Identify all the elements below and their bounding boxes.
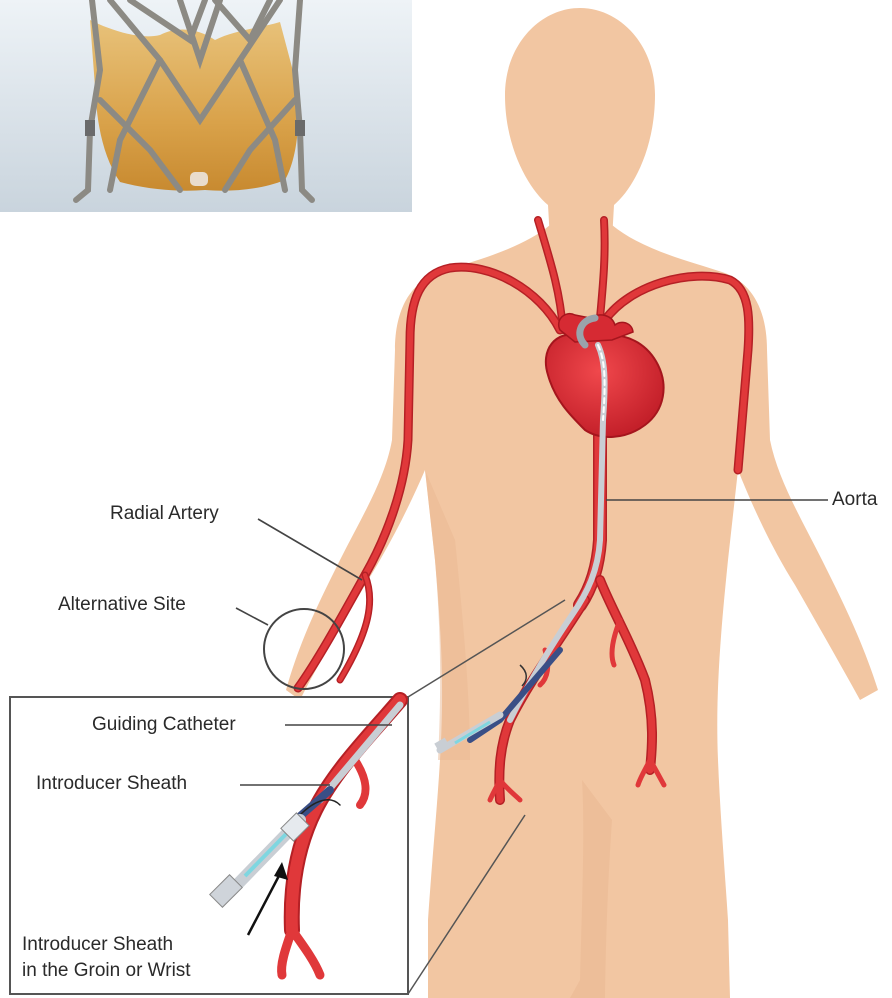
guiding-catheter-label: Guiding Catheter: [92, 712, 236, 738]
radial-artery-label: Radial Artery: [110, 501, 219, 527]
alternative-site-leader: [236, 608, 268, 625]
aorta-label: Aorta: [832, 487, 877, 513]
alternative-site-label: Alternative Site: [58, 592, 186, 618]
introducer-sheath-groin-line1: Introducer Sheath: [22, 932, 191, 958]
head: [505, 8, 655, 240]
introducer-sheath-label: Introducer Sheath: [36, 771, 187, 797]
transcatheter-valve-image: [0, 0, 412, 212]
introducer-sheath-groin-label: Introducer Sheath in the Groin or Wrist: [22, 932, 191, 983]
introducer-sheath-groin-line2: in the Groin or Wrist: [22, 958, 191, 984]
